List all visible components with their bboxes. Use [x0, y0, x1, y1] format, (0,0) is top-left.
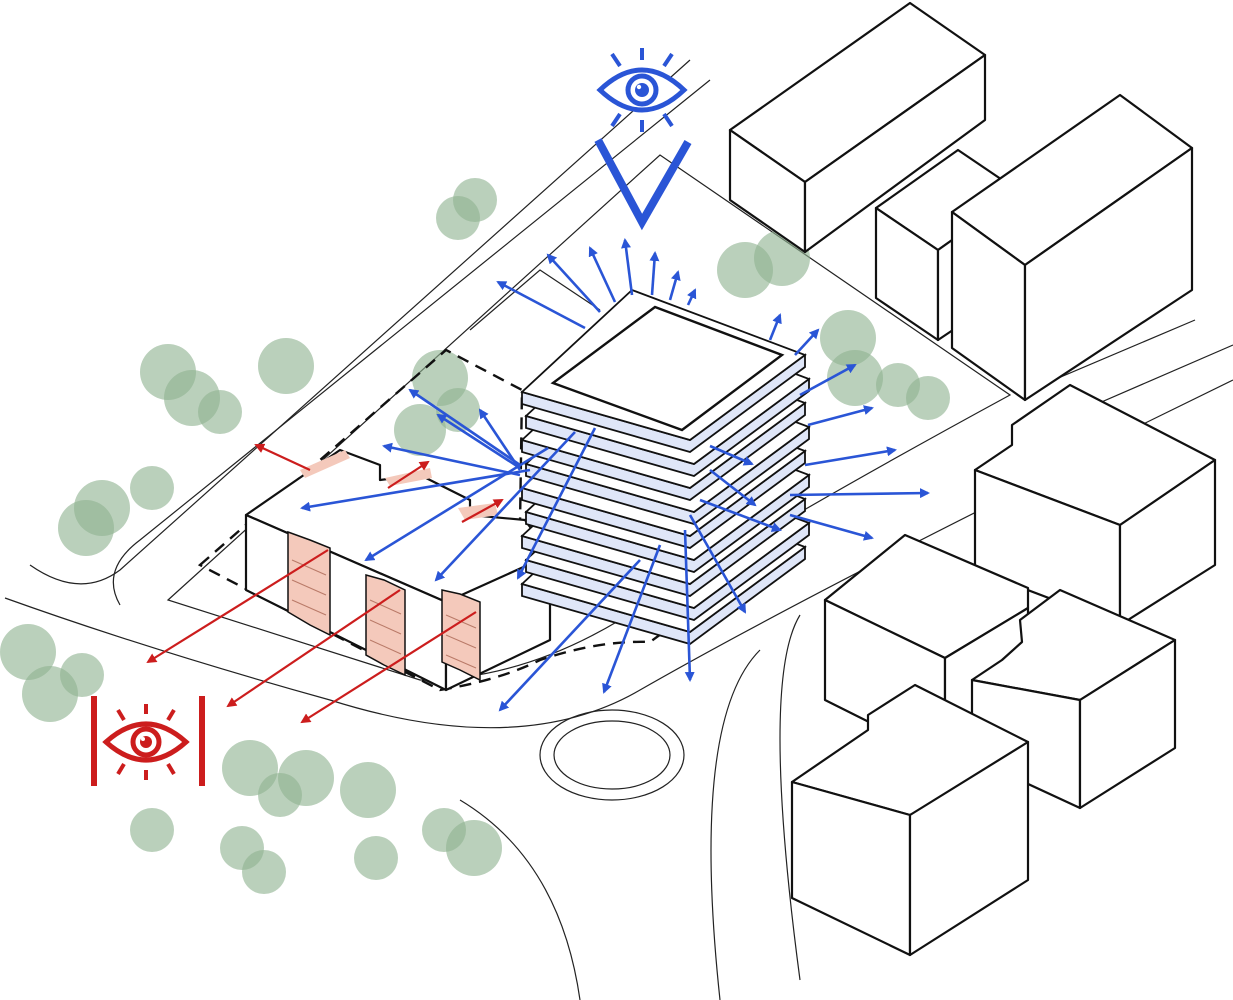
balcony-recess: [365, 574, 406, 677]
balcony-recess: [287, 530, 331, 637]
eye-icon-framed: [91, 696, 205, 786]
inner-plot-line: [469, 269, 601, 331]
tower-view-arrows: [300, 238, 930, 712]
blue-arrow: [699, 498, 782, 532]
tree: [394, 404, 446, 456]
tree: [340, 762, 396, 818]
blue-arrow: [496, 280, 586, 330]
building-ne-3: [950, 93, 1194, 402]
building-ne-1: [728, 1, 987, 254]
tree: [906, 376, 950, 420]
building-east-1: [973, 383, 1217, 627]
roof-opening: [300, 450, 350, 478]
blue-arrow: [382, 442, 521, 477]
site-boundary: [197, 348, 795, 692]
tree: [198, 390, 242, 434]
neighbour-buildings: [728, 1, 1217, 957]
tree: [827, 350, 883, 406]
red-arrow: [254, 443, 311, 471]
blue-arrow: [436, 413, 521, 470]
blue-arrow: [799, 363, 857, 397]
tree: [242, 850, 286, 894]
blue-arrow: [364, 446, 549, 562]
building-s-1: [790, 683, 1030, 957]
tower-roof: [550, 305, 785, 432]
road-edge-north-inner: [112, 79, 711, 606]
blue-arrow: [683, 529, 695, 682]
road-se-curve: [710, 649, 761, 1000]
blue-arrow: [621, 238, 634, 296]
blue-arrow: [478, 408, 522, 471]
eye-icon: [596, 48, 688, 132]
red-arrow: [226, 589, 401, 708]
blue-arrow: [546, 253, 601, 313]
tree: [278, 750, 334, 806]
road-east-edge: [779, 614, 801, 981]
blue-arrow: [789, 488, 930, 499]
view-cone-icon: [594, 138, 692, 231]
tree: [258, 338, 314, 394]
blue-arrow: [602, 544, 662, 694]
tree: [58, 500, 114, 556]
blue-arrow: [688, 514, 747, 614]
tree: [0, 624, 56, 680]
blue-arrow: [434, 431, 576, 582]
tree: [354, 836, 398, 880]
blue-arrow: [408, 388, 521, 467]
roundabout-outer: [539, 709, 685, 801]
roundabout-inner: [553, 720, 671, 790]
tree: [436, 196, 480, 240]
tree: [130, 466, 174, 510]
blue-arrow: [649, 251, 660, 296]
balcony-recess: [441, 589, 481, 682]
blue-arrow: [794, 328, 820, 356]
blue-arrow: [789, 513, 874, 541]
blue-arrow: [300, 468, 531, 512]
tree: [130, 808, 174, 852]
blue-arrow: [668, 270, 681, 301]
tree: [446, 820, 502, 876]
blue-arrow: [709, 444, 754, 466]
low-rise-building: [244, 448, 552, 692]
blue-arrow: [686, 288, 697, 306]
red-arrow: [461, 499, 504, 523]
red-arrow: [300, 611, 477, 724]
tree: [22, 666, 78, 722]
road-edge-north: [29, 59, 691, 585]
blue-arrow: [516, 427, 597, 580]
trees: [0, 178, 950, 894]
red-arrow: [387, 460, 430, 489]
tower: [520, 288, 811, 645]
road-sw-curve: [459, 799, 581, 1000]
blue-arrow: [588, 246, 617, 303]
blue-arrow: [804, 446, 897, 467]
red-arrow: [146, 549, 329, 664]
blue-arrow: [498, 559, 641, 712]
blue-arrow: [768, 313, 782, 341]
blue-arrow: [807, 405, 874, 427]
low-rise-view-arrows: [146, 443, 504, 724]
blue-arrow: [709, 468, 757, 507]
